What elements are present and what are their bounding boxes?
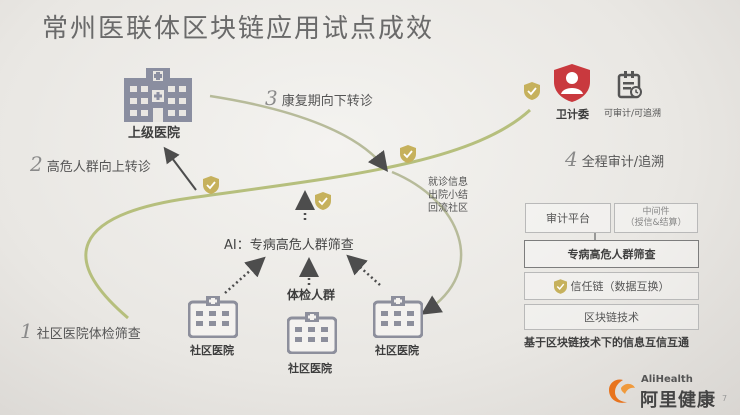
health-commission-icon [554,64,590,102]
trust-chain-label: 信任链（数据互换） [570,280,670,293]
health-commission-label: 卫计委 [556,108,589,121]
step-2: 2 高危人群向上转诊 [30,152,151,176]
discharge-line: 就诊信息 [428,177,468,188]
audit-platform-label: 审计平台 [546,212,590,225]
return-community-curve [391,170,463,315]
step-1: 1 社区医院体检筛查 [20,319,141,343]
step-3-number: 3 [265,86,278,110]
referral-down-curve [209,94,389,172]
step-4-number: 4 [565,147,578,171]
ai-arrow-right [346,254,381,286]
step-4-text: 全程审计/追溯 [581,155,665,170]
stack-caption: 基于区块链技术下的信息互信互通 [524,336,689,349]
middleware-sublabel: （授信&结算） [625,218,687,228]
community-clinic-icon [188,296,238,338]
community-clinic-icon [373,296,423,338]
middleware-box: 中间件 （授信&结算） [614,203,698,233]
brand-name-en: AliHealth [641,374,693,385]
shield-icon [203,176,219,194]
alihealth-logo-icon [609,379,635,403]
ai-screening-label: AI：专病高危人群筛查 [224,238,354,253]
ai-arrow-left [224,256,266,294]
audit-platform-box: 审计平台 [525,203,611,233]
middleware-label: 中间件 [642,207,670,217]
discharge-line: 回流社区 [428,203,468,214]
hospital-label: 上级医院 [128,126,181,141]
step-3: 3 康复期向下转诊 [265,86,373,110]
community-clinic-label: 社区医院 [288,362,332,375]
hospital-building-icon [124,68,192,122]
step-1-text: 社区医院体检筛查 [36,327,141,342]
audit-document-icon [617,71,642,99]
community-clinic-label: 社区医院 [375,344,419,357]
discharge-line: 出院小结 [428,190,468,201]
step-3-text: 康复期向下转诊 [281,94,373,109]
page-number: 7 [722,394,728,403]
shield-icon [400,145,416,163]
screening-box: 专病高危人群筛查 [524,240,699,268]
step-2-number: 2 [30,152,43,176]
community-clinic-label: 社区医院 [190,344,234,357]
community-clinic-icon [287,312,337,354]
step-1-number: 1 [20,319,33,343]
shield-icon [524,82,540,100]
discharge-info: 就诊信息 出院小结 回流社区 [428,176,468,215]
brand-name-zh: 阿里健康 [640,390,716,411]
auditable-label: 可审计/可追溯 [604,109,662,119]
shield-icon [315,192,331,210]
exam-group-label: 体检人群 [287,288,336,302]
blockchain-box: 区块链技术 [524,304,699,330]
trust-chain-box: 信任链（数据互换） [524,272,699,300]
blockchain-label: 区块链技术 [584,311,639,324]
screening-label: 专病高危人群筛查 [567,248,656,261]
referral-up-arrow [163,146,197,191]
shield-icon [553,278,567,294]
slide-title: 常州医联体区块链应用试点成效 [42,14,435,44]
step-2-text: 高危人群向上转诊 [46,160,151,175]
trust-flow-curve [84,108,532,320]
step-4: 4 全程审计/追溯 [565,147,664,171]
